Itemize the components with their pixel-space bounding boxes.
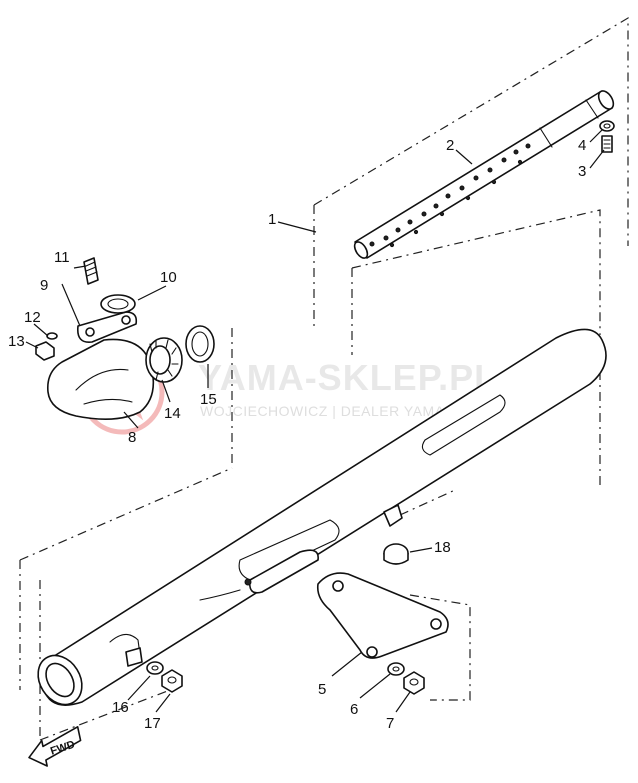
hanger-mount xyxy=(244,549,319,594)
dealer-watermark: YAMA-SKLEP.PL WOJCIECHOWICZ | DEALER YAM… xyxy=(79,349,497,435)
callout-10: 10 xyxy=(160,269,177,286)
callout-9: 9 xyxy=(40,277,48,294)
fwd-arrow-icon: FWD xyxy=(28,725,82,767)
callout-14: 14 xyxy=(164,405,181,422)
washer xyxy=(599,120,615,132)
nut-17 xyxy=(161,669,183,693)
muffler-body xyxy=(37,328,607,706)
exhaust-flange xyxy=(76,311,138,343)
callout-16: 16 xyxy=(112,699,129,716)
callout-11: 11 xyxy=(54,249,70,266)
callout-5: 5 xyxy=(318,681,326,698)
callout-13: 13 xyxy=(8,333,25,350)
baffle-tube xyxy=(353,90,615,259)
watermark-title: YAMA-SKLEP.PL xyxy=(198,357,497,398)
callout-12: 12 xyxy=(24,309,41,326)
lock-washer xyxy=(46,332,58,340)
callout-17: 17 xyxy=(144,715,161,732)
small-tab xyxy=(383,504,403,527)
gasket xyxy=(100,294,136,314)
callout-2: 2 xyxy=(446,137,454,154)
screw xyxy=(601,135,613,153)
sealing-ring xyxy=(185,325,215,363)
pipe-joint xyxy=(145,337,183,383)
callout-15: 15 xyxy=(200,391,217,408)
flange-nut xyxy=(35,341,55,361)
leader-lines xyxy=(25,129,605,713)
callout-1: 1 xyxy=(268,211,276,228)
callout-8: 8 xyxy=(128,429,136,446)
exhaust-pipe xyxy=(46,338,155,420)
washer-6 xyxy=(387,662,405,676)
stay-bracket xyxy=(316,572,449,659)
callout-3: 3 xyxy=(578,163,586,180)
callout-18: 18 xyxy=(434,539,451,556)
nut-7 xyxy=(403,671,425,695)
muffler-stud xyxy=(125,647,143,667)
callout-4: 4 xyxy=(578,137,586,154)
cap-nut xyxy=(383,543,409,565)
callout-6: 6 xyxy=(350,701,358,718)
callout-7: 7 xyxy=(386,715,394,732)
callout-numbers: 1 2 3 4 5 6 7 8 9 10 11 12 13 14 15 16 1… xyxy=(8,137,586,732)
stud-bolt xyxy=(83,257,99,285)
washer-16 xyxy=(146,661,164,675)
watermark-subtitle: WOJCIECHOWICZ | DEALER YAMAHA xyxy=(200,403,465,419)
baffle-perforations xyxy=(369,143,531,248)
